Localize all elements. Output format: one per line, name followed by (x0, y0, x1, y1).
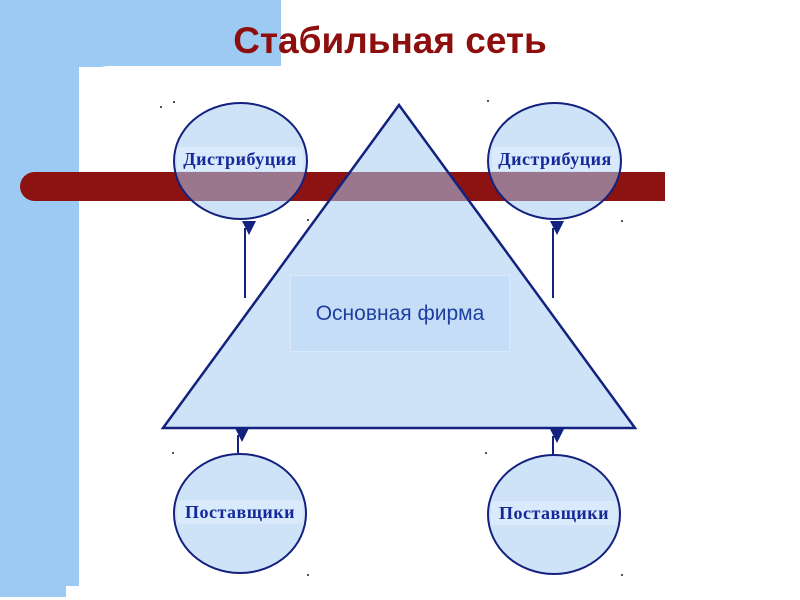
top-left-blue-block (0, 0, 281, 67)
label-distribution-left: Дистрибуция (177, 147, 303, 171)
main-firm-triangle (160, 102, 638, 430)
label-suppliers-right: Поставщики (491, 501, 617, 525)
main-firm-label: Основная фирма (290, 275, 510, 352)
slide-title: Стабильная сеть (233, 20, 547, 61)
left-blue-strip-foot (0, 586, 66, 597)
label-distribution-right: Дистрибуция (492, 147, 618, 171)
left-blue-strip (0, 0, 79, 586)
label-suppliers-left: Поставщики (177, 500, 303, 524)
